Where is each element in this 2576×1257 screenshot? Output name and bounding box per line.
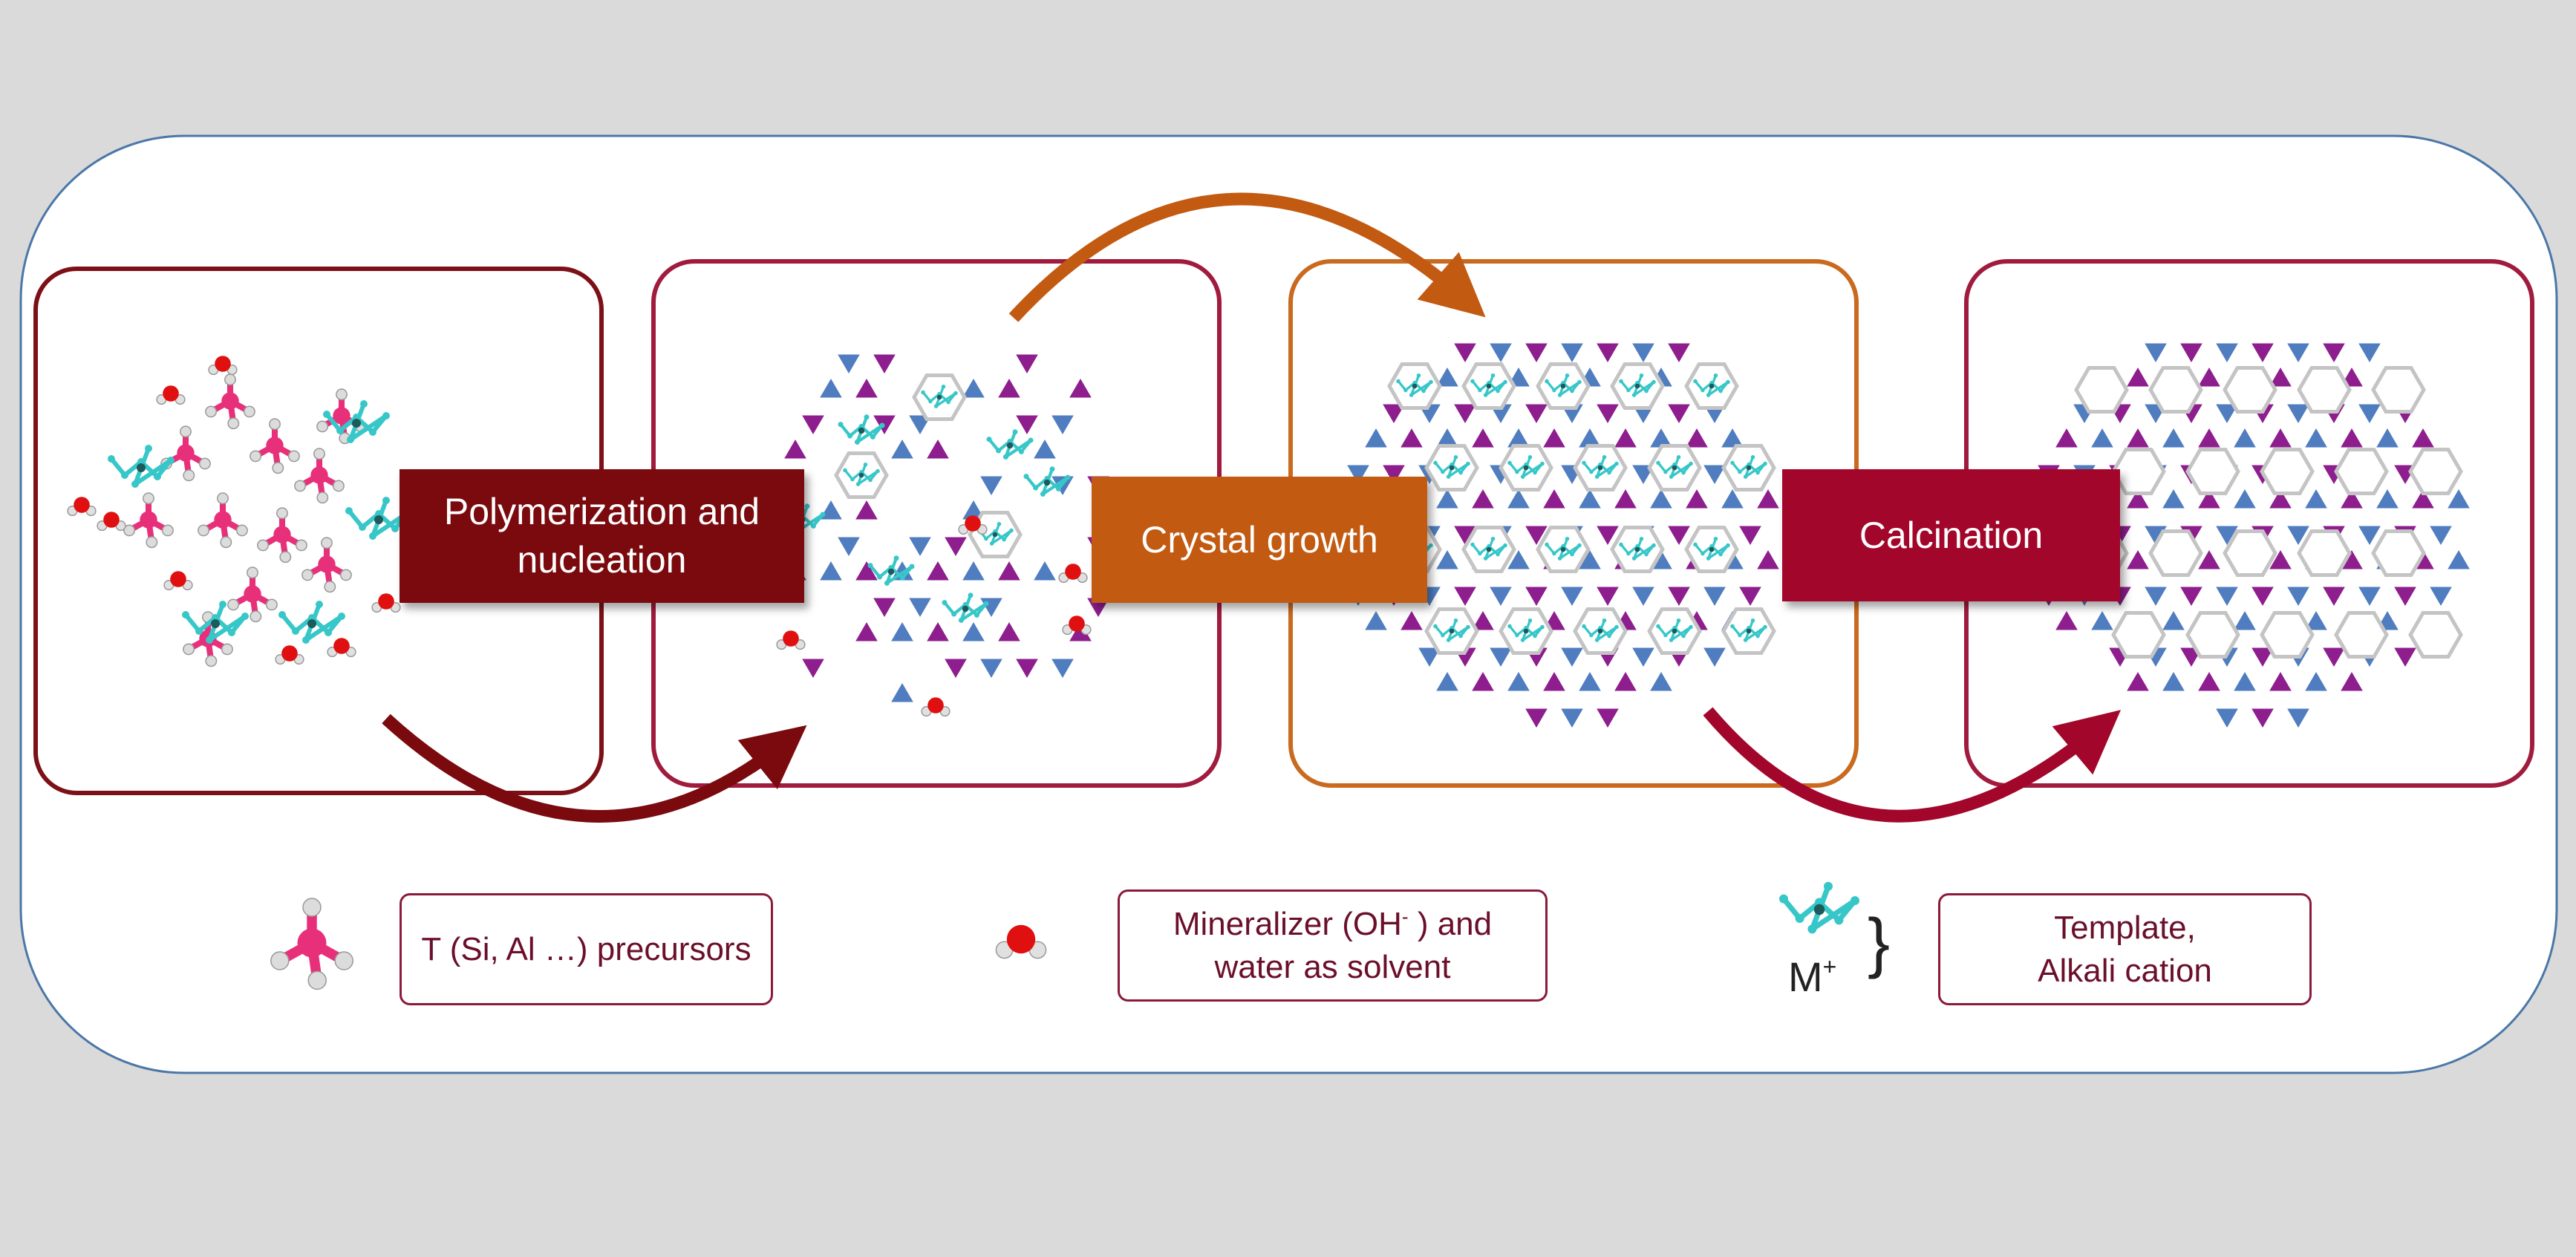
legend-precursors-text: T (Si, Al …) precursors xyxy=(421,930,751,967)
arrow-gel-to-nucleation xyxy=(382,714,807,823)
legend-template-line1: Template, xyxy=(2054,910,2196,947)
hydroxide-charge: - xyxy=(1401,905,1409,928)
precursor-gel-illustration xyxy=(67,356,412,667)
template-molecule-icon xyxy=(1779,881,1859,934)
label-polymerization-line2: nucleation xyxy=(517,539,687,581)
alkali-cation-symbol: M+ xyxy=(1788,953,1836,1000)
cation-letter: M xyxy=(1788,953,1823,1000)
label-calcination: Calcination xyxy=(1782,469,2120,601)
label-polymerization-nucleation: Polymerization and nucleation xyxy=(400,469,804,603)
cation-charge: + xyxy=(1823,953,1837,980)
legend-mineralizer-line2: water as solvent xyxy=(1214,948,1451,985)
growing-crystal-illustration xyxy=(1347,343,1779,728)
label-crystal-growth: Crystal growth xyxy=(1092,477,1427,603)
label-crystal-growth-text: Crystal growth xyxy=(1141,518,1378,561)
legend-template-line2: Alkali cation xyxy=(2038,952,2212,989)
water-molecule-icon xyxy=(995,924,1047,959)
calcined-framework-illustration xyxy=(2038,343,2470,728)
legend-box-mineralizer: Mineralizer (OH- ) and water as solvent xyxy=(1118,889,1548,1002)
arrow-nucleation-to-growth xyxy=(1008,192,1486,322)
legend-box-precursors: T (Si, Al …) precursors xyxy=(400,893,773,1005)
legend-box-template: Template, Alkali cation xyxy=(1938,893,2312,1005)
label-polymerization-line1: Polymerization and xyxy=(443,491,760,532)
t-precursor-icon xyxy=(270,898,353,990)
label-calcination-text: Calcination xyxy=(1859,514,2044,556)
template-brace: } xyxy=(1868,906,1890,980)
legend-mineralizer-line1: Mineralizer (OH- ) and xyxy=(1173,905,1493,943)
arrow-growth-to-calcination xyxy=(1703,707,2122,823)
